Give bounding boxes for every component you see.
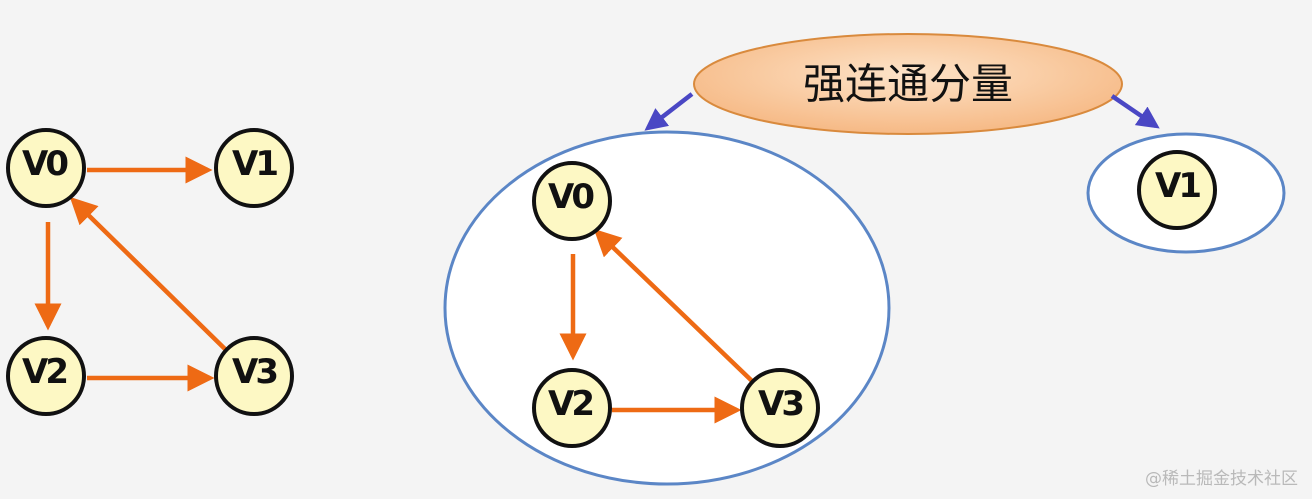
component-1-edge-v3-v0: [593, 228, 754, 383]
original-graph: V0 V1 V2 V3: [6, 128, 294, 416]
component-2-node-v1-label: V1: [1155, 166, 1200, 206]
node-v0-label: V0: [22, 144, 68, 184]
component-1-node-v2: V2: [532, 368, 612, 448]
node-v3: V3: [214, 336, 294, 416]
node-v1-label: V1: [232, 144, 277, 184]
node-v0: V0: [6, 128, 86, 208]
component-1-node-v0: V0: [532, 161, 612, 241]
component-1-region: [443, 130, 891, 486]
component-1: V0 V2 V3: [443, 130, 891, 486]
node-v3-label: V3: [232, 352, 276, 392]
pointer-to-component-2: [1110, 94, 1160, 129]
node-v1: V1: [214, 128, 294, 208]
component-2: V1: [1086, 132, 1286, 254]
component-2-node-v1: V1: [1137, 150, 1217, 230]
component-1-node-v3-label: V3: [758, 384, 802, 424]
component-1-node-v2-label: V2: [548, 384, 592, 424]
diagram-title: 强连通分量: [803, 60, 1013, 109]
title-bubble: 强连通分量: [693, 33, 1123, 135]
edge-v3-v0: [69, 196, 228, 352]
component-1-node-v3: V3: [740, 368, 820, 448]
node-v2-label: V2: [22, 352, 66, 392]
component-1-node-v0-label: V0: [548, 177, 594, 217]
pointer-to-component-1: [644, 92, 694, 131]
node-v2: V2: [6, 336, 86, 416]
watermark: @稀土掘金技术社区: [1145, 469, 1298, 489]
